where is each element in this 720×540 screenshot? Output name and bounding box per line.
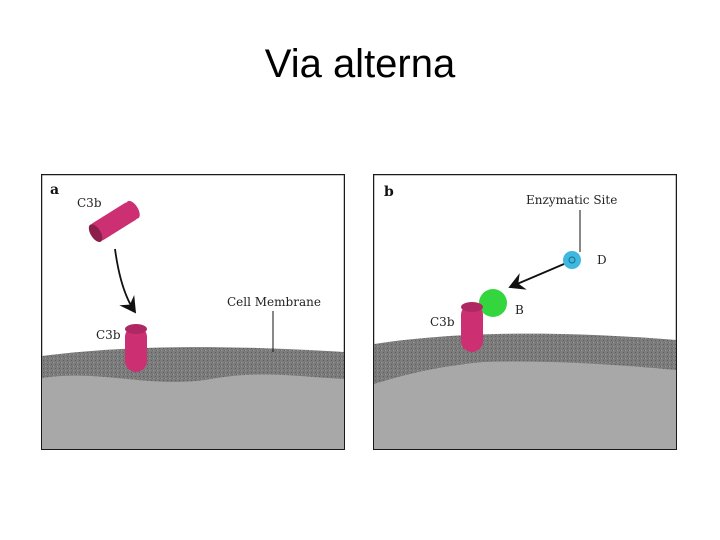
c3b-bound-molecule (125, 324, 147, 372)
enzymatic-site-label: Enzymatic Site (526, 193, 617, 207)
cell-body-a (42, 370, 344, 449)
factor-d-molecule (563, 251, 581, 269)
factor-b-label: B (515, 303, 524, 317)
binding-arrow-a (114, 248, 137, 314)
c3b-free-molecule (88, 200, 140, 243)
c3b-label-b: C3b (430, 315, 455, 329)
cleavage-arrow-b (508, 263, 565, 290)
panel-b: b Enzymatic Site D B C3b (373, 174, 677, 450)
cell-membrane-a (42, 347, 344, 382)
panel-a: a C3b C3b Cell Membrane (41, 174, 345, 450)
c3b-bound-label: C3b (96, 328, 121, 342)
cell-membrane-b (374, 333, 676, 384)
panel-b-diagram: b Enzymatic Site D B C3b (373, 174, 677, 450)
panel-b-letter: b (384, 184, 394, 200)
membrane-label: Cell Membrane (227, 295, 321, 309)
panel-a-letter: a (50, 182, 59, 198)
factor-b-molecule (479, 289, 507, 317)
c3b-free-label: C3b (77, 196, 102, 210)
cell-body-b (374, 359, 676, 449)
panel-a-diagram: a C3b C3b Cell Membrane (41, 174, 345, 450)
slide-title: Via alterna (264, 42, 456, 86)
factor-d-label: D (597, 253, 607, 267)
c3b-bound-molecule-b (461, 302, 483, 352)
